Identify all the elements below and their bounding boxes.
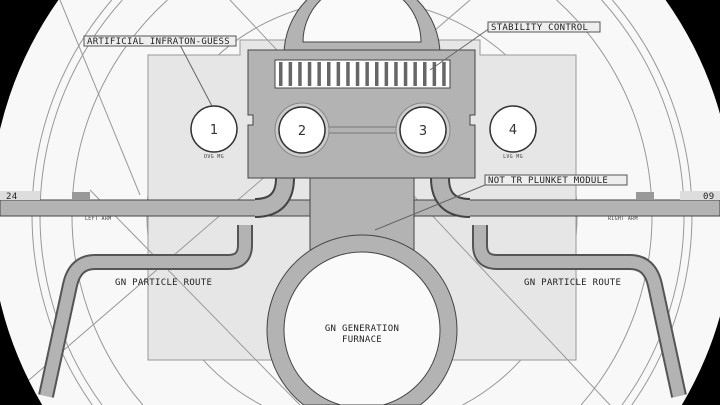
vent-slat <box>327 62 331 86</box>
node-1-label: 1 <box>210 123 218 138</box>
node-3-label: 3 <box>419 124 427 139</box>
node-2-label: 2 <box>298 124 306 139</box>
node-1[interactable]: 1 <box>190 105 238 153</box>
label-route-right: GN PARTICLE ROUTE <box>524 278 621 288</box>
vent-slat <box>423 62 427 86</box>
label-stability-control: STABILITY CONTROL <box>491 23 588 33</box>
counter-left: 24 <box>6 192 17 202</box>
vent-slat <box>346 62 350 86</box>
vent-slat <box>442 62 446 86</box>
label-node-4-sub: LVG MG <box>503 154 523 160</box>
vent-slat <box>298 62 302 86</box>
label-furnace-2: FURNACE <box>342 335 382 345</box>
label-node-1-sub: DVG MG <box>204 154 224 160</box>
vent-slat <box>307 62 312 86</box>
vent-slat <box>288 62 293 86</box>
vent-slat <box>384 62 389 86</box>
vent-slat <box>279 62 283 86</box>
vent-slat <box>317 62 321 86</box>
label-right-arm: RIGHT ARM <box>608 216 638 222</box>
vent-slat <box>394 62 398 86</box>
node-4-label: 4 <box>509 123 517 138</box>
label-furnace-1: GN GENERATION <box>325 324 399 334</box>
label-route-left: GN PARTICLE ROUTE <box>115 278 212 288</box>
vent-slat <box>432 62 437 86</box>
label-artificial-infraton: ARTIFICIAL INFRATON-GUESS <box>87 37 230 47</box>
furnace-core <box>283 251 441 405</box>
label-left-arm: LEFT ARM <box>85 216 111 222</box>
vignette-right <box>665 0 720 405</box>
node-3[interactable]: 3 <box>395 102 451 158</box>
vent-slat <box>336 62 341 86</box>
node-2[interactable]: 2 <box>274 102 330 158</box>
node-4[interactable]: 4 <box>489 105 537 153</box>
vignette-left <box>0 0 59 405</box>
vent-slat <box>375 62 379 86</box>
label-module: NOT TR PLUNKET MODULE <box>488 176 608 186</box>
vent-slat <box>365 62 369 86</box>
vent-slat <box>355 62 360 86</box>
counter-right: 09 <box>703 192 714 202</box>
vent-slat <box>413 62 417 86</box>
vent-slat <box>403 62 408 86</box>
stability-vent <box>274 59 451 89</box>
